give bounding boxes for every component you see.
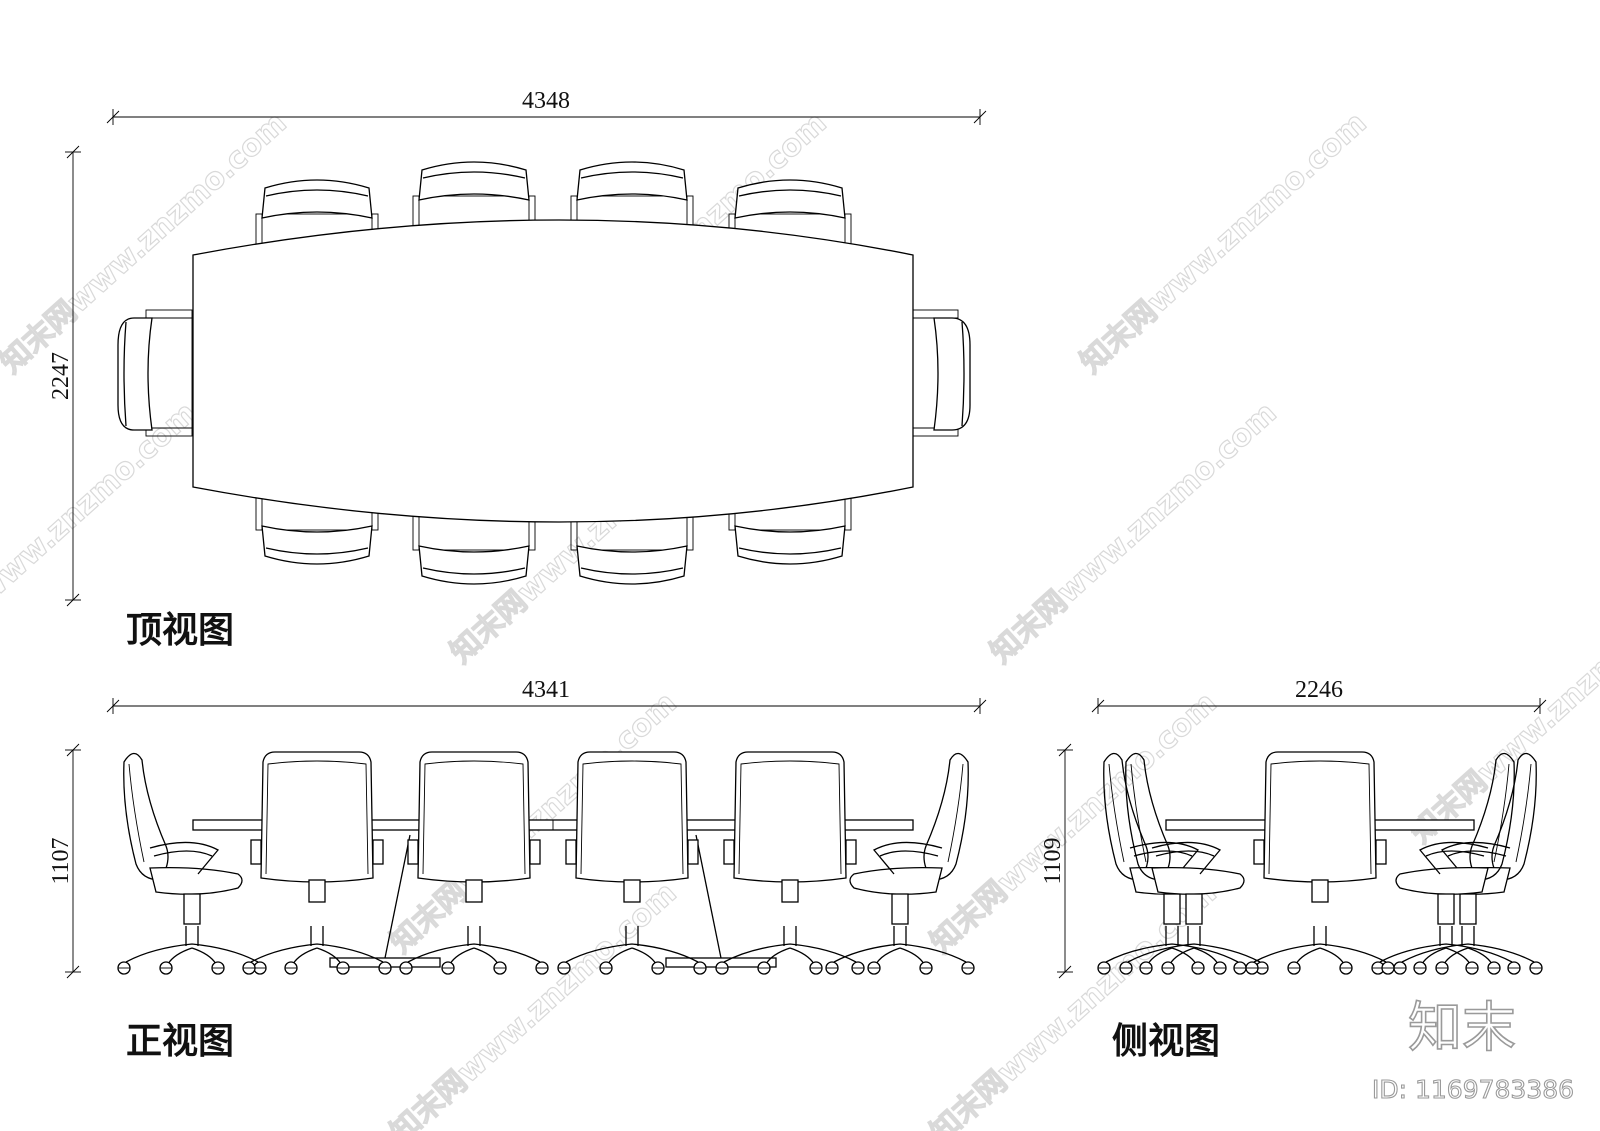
top-chair-lower-3 [728, 483, 852, 565]
front-width-value: 4341 [522, 677, 570, 703]
watermark-text-8: 知末网www.znzmo.com [1404, 576, 1600, 851]
watermark-text-2: 知末网www.znzmo.com [1074, 106, 1374, 381]
front-width-dimension: 4341 [106, 677, 987, 714]
side-view: 2246 1109 侧视图 [1040, 677, 1547, 1062]
top-chairs-upper-row [255, 161, 852, 261]
profile-chair-side-right-b [1371, 752, 1521, 975]
top-chair-right-end [911, 309, 971, 437]
side-width-dimension: 2246 [1091, 677, 1547, 714]
top-width-dimension: 4348 [106, 88, 987, 125]
top-chair-left-end [117, 309, 193, 437]
top-width-value: 4348 [522, 88, 570, 114]
id-watermark: ID: 1169783386 [1372, 1075, 1574, 1104]
side-height-value: 1109 [1040, 837, 1066, 884]
front-height-value: 1107 [48, 837, 74, 884]
profile-chair-side-left-b [1119, 752, 1269, 975]
front-view-label: 正视图 [126, 1020, 234, 1062]
front-height-dimension: 1107 [48, 743, 81, 979]
top-view: 4348 2247 [48, 88, 987, 651]
watermark-text-5: 知末网www.znzmo.com [984, 396, 1284, 671]
top-depth-value: 2247 [48, 352, 74, 400]
side-height-dimension: 1109 [1040, 743, 1073, 979]
profile-chair-right [825, 752, 975, 975]
top-chair-upper-1 [412, 161, 536, 243]
brand-watermark: 知末 [1408, 996, 1516, 1059]
front-chair-side-center [1245, 751, 1395, 975]
profile-chair-left [117, 752, 267, 975]
top-depth-dimension: 2247 [48, 145, 81, 607]
front-chair-0 [242, 751, 392, 975]
top-view-label: 顶视图 [126, 609, 234, 651]
front-chairs [117, 751, 975, 975]
front-chair-1 [399, 751, 549, 975]
side-view-label: 侧视图 [1112, 1020, 1220, 1062]
front-chair-3 [715, 751, 865, 975]
top-table-surface [192, 219, 914, 523]
side-width-value: 2246 [1295, 677, 1343, 703]
front-view: 4341 1107 正视图 [48, 677, 987, 1062]
front-chair-2 [557, 751, 707, 975]
side-chairs [1097, 751, 1543, 975]
